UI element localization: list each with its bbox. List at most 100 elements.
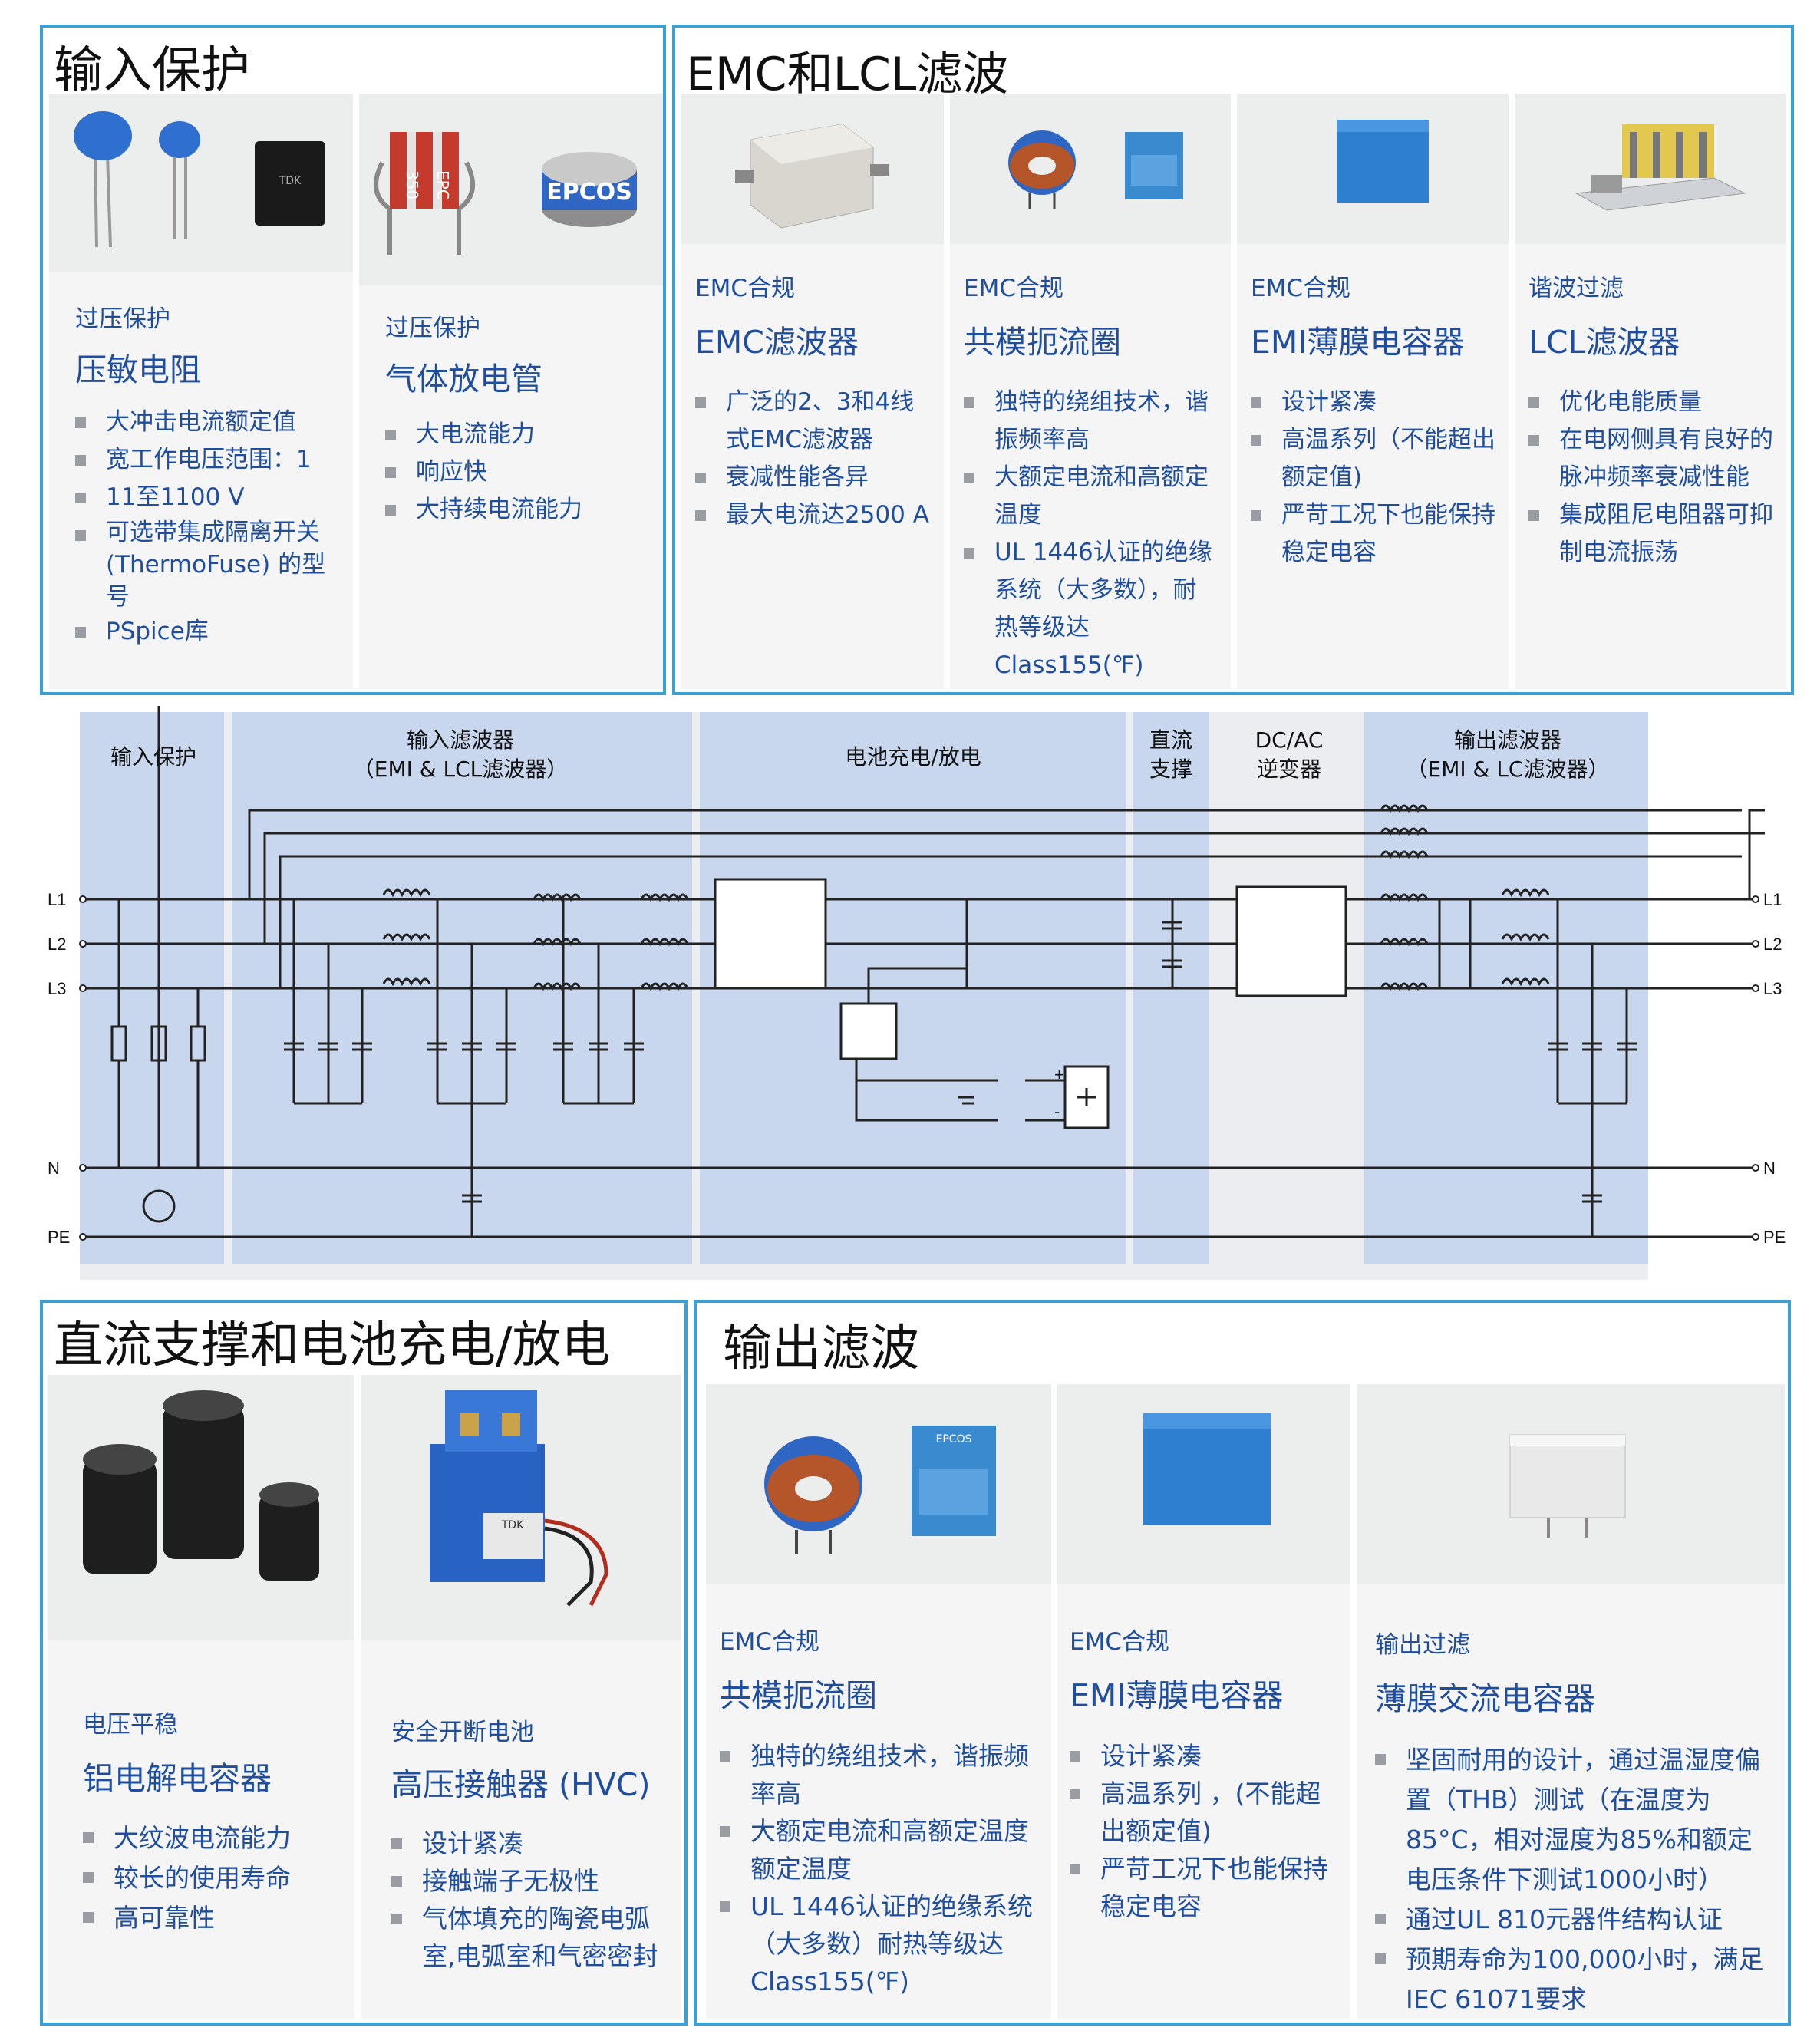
feature-item: 严苛工况下也能保持稳定电容 [1251,496,1496,572]
svg-text:TDK: TDK [279,175,302,187]
varistor-image: TDK [49,94,353,272]
film-capacitor-icon [1337,120,1429,203]
category-label: 谐波过滤 [1528,275,1624,302]
svg-text:EPCOS: EPCOS [936,1433,972,1446]
product-name[interactable]: 共模扼流圈 [720,1677,877,1714]
feature-item: 高温系列（不能超出额定值) [1251,421,1496,496]
gdt-image: 350 EPC EPCOS [359,94,663,285]
film-capacitor-icon [1143,1413,1271,1525]
product-name[interactable]: EMI薄膜电容器 [1070,1677,1284,1714]
category-label: 安全开断电池 [391,1719,534,1746]
alu-electrolytic-card[interactable]: 电压平稳 铝电解电容器 大纹波电流能力 较长的使用寿命 高可靠性 [48,1375,354,2019]
feature-list: 独特的绕组技术，谐振频率高 大额定电流和高额定温度 UL 1446认证的绝缘系统… [964,384,1217,684]
output-emi-cap-card[interactable]: EMC合规 EMI薄膜电容器 设计紧凑 高温系列 ，(不能超出额定值) 严苛工况… [1057,1384,1350,2019]
feature-item: 广泛的2、3和4线式EMC滤波器 [695,384,933,459]
terminal-label: L3 [1763,979,1782,998]
feature-list: 独特的绕组技术，谐振频率高 大额定电流和高额定温度额定温度 UL 1446认证的… [720,1737,1042,2000]
panel-title: 直流支撑和电池充电/放电 [54,1317,611,1374]
cm-choke-image [950,94,1231,244]
feature-item: 响应快 [385,453,654,491]
lcl-image [1515,94,1786,244]
feature-item: 通过UL 810元器件结构认证 [1375,1900,1774,1940]
feature-item: 最大电流达2500 A [695,496,933,534]
common-mode-choke-icon: EPCOS [764,1426,996,1554]
product-name[interactable]: 薄膜交流电容器 [1375,1680,1595,1717]
emi-film-cap-card[interactable]: EMC合规 EMI薄膜电容器 设计紧凑 高温系列（不能超出额定值) 严苛工况下也… [1237,94,1509,689]
terminal-label: L1 [1763,890,1782,909]
product-name[interactable]: 铝电解电容器 [83,1760,272,1797]
output-emi-cap-image [1057,1384,1350,1584]
category-label: EMC合规 [720,1628,819,1656]
ac-film-cap-card[interactable]: 输出过滤 薄膜交流电容器 坚固耐用的设计，通过温湿度偏置（THB）测试（在温度为… [1357,1384,1785,2019]
circuit-svg: + - L1 L2 L3 N PE L1 L2 L3 N PE [48,706,1786,1280]
output-cm-choke-card[interactable]: EPCOS EMC合规 共模扼流圈 独特的绕组技术，谐振频率高 大额定电流和高额… [706,1384,1051,2019]
svg-text:EPC: EPC [434,170,452,200]
gas-discharge-tube-card[interactable]: 350 EPC EPCOS 过压保护 气体放电管 大电流能力 响应快 大持续电流… [359,94,663,689]
feature-list: 大电流能力 响应快 大持续电流能力 [385,416,654,529]
product-name[interactable]: 共模扼流圈 [964,324,1121,361]
feature-item: 11至1100 V [75,479,344,516]
feature-item: 优化电能质量 [1528,384,1774,421]
terminal-label: L2 [48,935,66,954]
lcl-filter-card[interactable]: 谐波过滤 LCL滤波器 优化电能质量 在电网侧具有良好的脉冲频率衰减性能 集成阻… [1515,94,1786,689]
dc-link-battery-panel: 直流支撑和电池充电/放电 电压平稳 铝电解电容器 大纹波电流能力 较长的使用寿命… [40,1300,688,2026]
feature-list: 设计紧凑 高温系列（不能超出额定值) 严苛工况下也能保持稳定电容 [1251,384,1496,572]
svg-text:+: + [1054,1065,1064,1084]
section-label-input-filter: 输入滤波器（EMI & LCL滤波器） [352,727,569,782]
category-label: 电压平稳 [83,1711,178,1739]
varistor-card[interactable]: TDK 过压保护 压敏电阻 大冲击电流额定值 宽工作电压范围：1 11至1100… [49,94,353,689]
electrolytic-capacitor-icon [83,1390,319,1581]
alu-cap-image [48,1375,354,1640]
common-mode-choke-icon [1008,130,1183,209]
feature-item: 高可靠性 [83,1898,344,1938]
panel-title: EMC和LCL滤波 [686,48,1009,101]
emc-lcl-panel: EMC和LCL滤波 EMC合规 EMC滤波器 广泛的2、3和4线式EMC滤波器 … [672,25,1794,695]
terminal-label: PE [48,1228,70,1247]
output-filter-panel: 输出滤波 EPCOS EMC合规 共模扼流圈 独特的绕组技术，谐振频率高 大额定… [694,1300,1791,2026]
feature-item: 接触端子无极性 [391,1862,675,1900]
feature-item: UL 1446认证的绝缘系统（大多数），耐热等级达Class155(℉) [964,534,1217,684]
svg-text:TDK: TDK [501,1519,524,1531]
feature-list: 广泛的2、3和4线式EMC滤波器 衰减性能各异 最大电流达2500 A [695,384,933,534]
category-label: 过压保护 [75,305,170,333]
product-name[interactable]: 高压接触器 (HVC) [391,1766,651,1803]
panel-title: 输出滤波 [723,1320,919,1377]
panel-title: 输入保护 [54,42,250,99]
hv-contactor-card[interactable]: TDK 安全开断电池 高压接触器 (HVC) 设计紧凑 接触端子无极性 气体填充… [361,1375,681,2019]
emc-filter-card[interactable]: EMC合规 EMC滤波器 广泛的2、3和4线式EMC滤波器 衰减性能各异 最大电… [681,94,944,689]
contactor-icon: TDK [430,1390,608,1607]
product-name[interactable]: 气体放电管 [385,361,542,397]
svg-text:-: - [1054,1102,1060,1121]
section-label-battery: 电池充电/放电 [845,744,981,770]
feature-list: 设计紧凑 高温系列 ，(不能超出额定值) 严苛工况下也能保持稳定电容 [1070,1737,1343,1925]
feature-item: UL 1446认证的绝缘系统（大多数）耐热等级达Class155(℉) [720,1887,1042,2000]
category-label: 输出过滤 [1375,1631,1470,1659]
feature-list: 坚固耐用的设计，通过温湿度偏置（THB）测试（在温度为85°C，相对湿度为85%… [1375,1740,1774,2019]
feature-item: 高温系列 ，(不能超出额定值) [1070,1775,1343,1850]
gas-discharge-tube-icon: 350 EPC EPCOS [374,132,637,255]
product-name[interactable]: EMI薄膜电容器 [1251,324,1465,361]
section-label-output-filter: 输出滤波器（EMI & LC滤波器） [1406,727,1610,782]
category-label: EMC合规 [1251,275,1350,302]
category-label: EMC合规 [964,275,1063,302]
emi-cap-image [1237,94,1509,244]
feature-item: 大冲击电流额定值 [75,404,344,441]
product-name[interactable]: EMC滤波器 [695,324,859,361]
circuit-diagram: + - L1 L2 L3 N PE L1 L2 L3 N PE 输入保护 输入滤… [0,706,1817,1289]
terminal-label: L1 [48,890,66,909]
input-protection-panel: 输入保护 TDK 过压保护 压敏电阻 大冲击电流额定值 宽工作电压范围：1 11… [40,25,666,695]
feature-item: 可选带集成隔离开关(ThermoFuse) 的型号 [75,516,344,613]
category-label: EMC合规 [1070,1628,1169,1656]
feature-item: 大纹波电流能力 [83,1818,344,1858]
hvc-image: TDK [361,1375,681,1640]
cm-choke-card[interactable]: EMC合规 共模扼流圈 独特的绕组技术，谐振频率高 大额定电流和高额定温度 UL… [950,94,1231,689]
ac-cap-image [1357,1384,1785,1584]
svg-text:EPCOS: EPCOS [546,179,632,206]
feature-item: 在电网侧具有良好的脉冲频率衰减性能 [1528,421,1774,496]
feature-item: 大持续电流能力 [385,491,654,529]
feature-item: 设计紧凑 [391,1825,675,1862]
product-name[interactable]: 压敏电阻 [75,351,201,388]
feature-item: 独特的绕组技术，谐振频率高 [964,384,1217,459]
product-name[interactable]: LCL滤波器 [1528,324,1680,361]
